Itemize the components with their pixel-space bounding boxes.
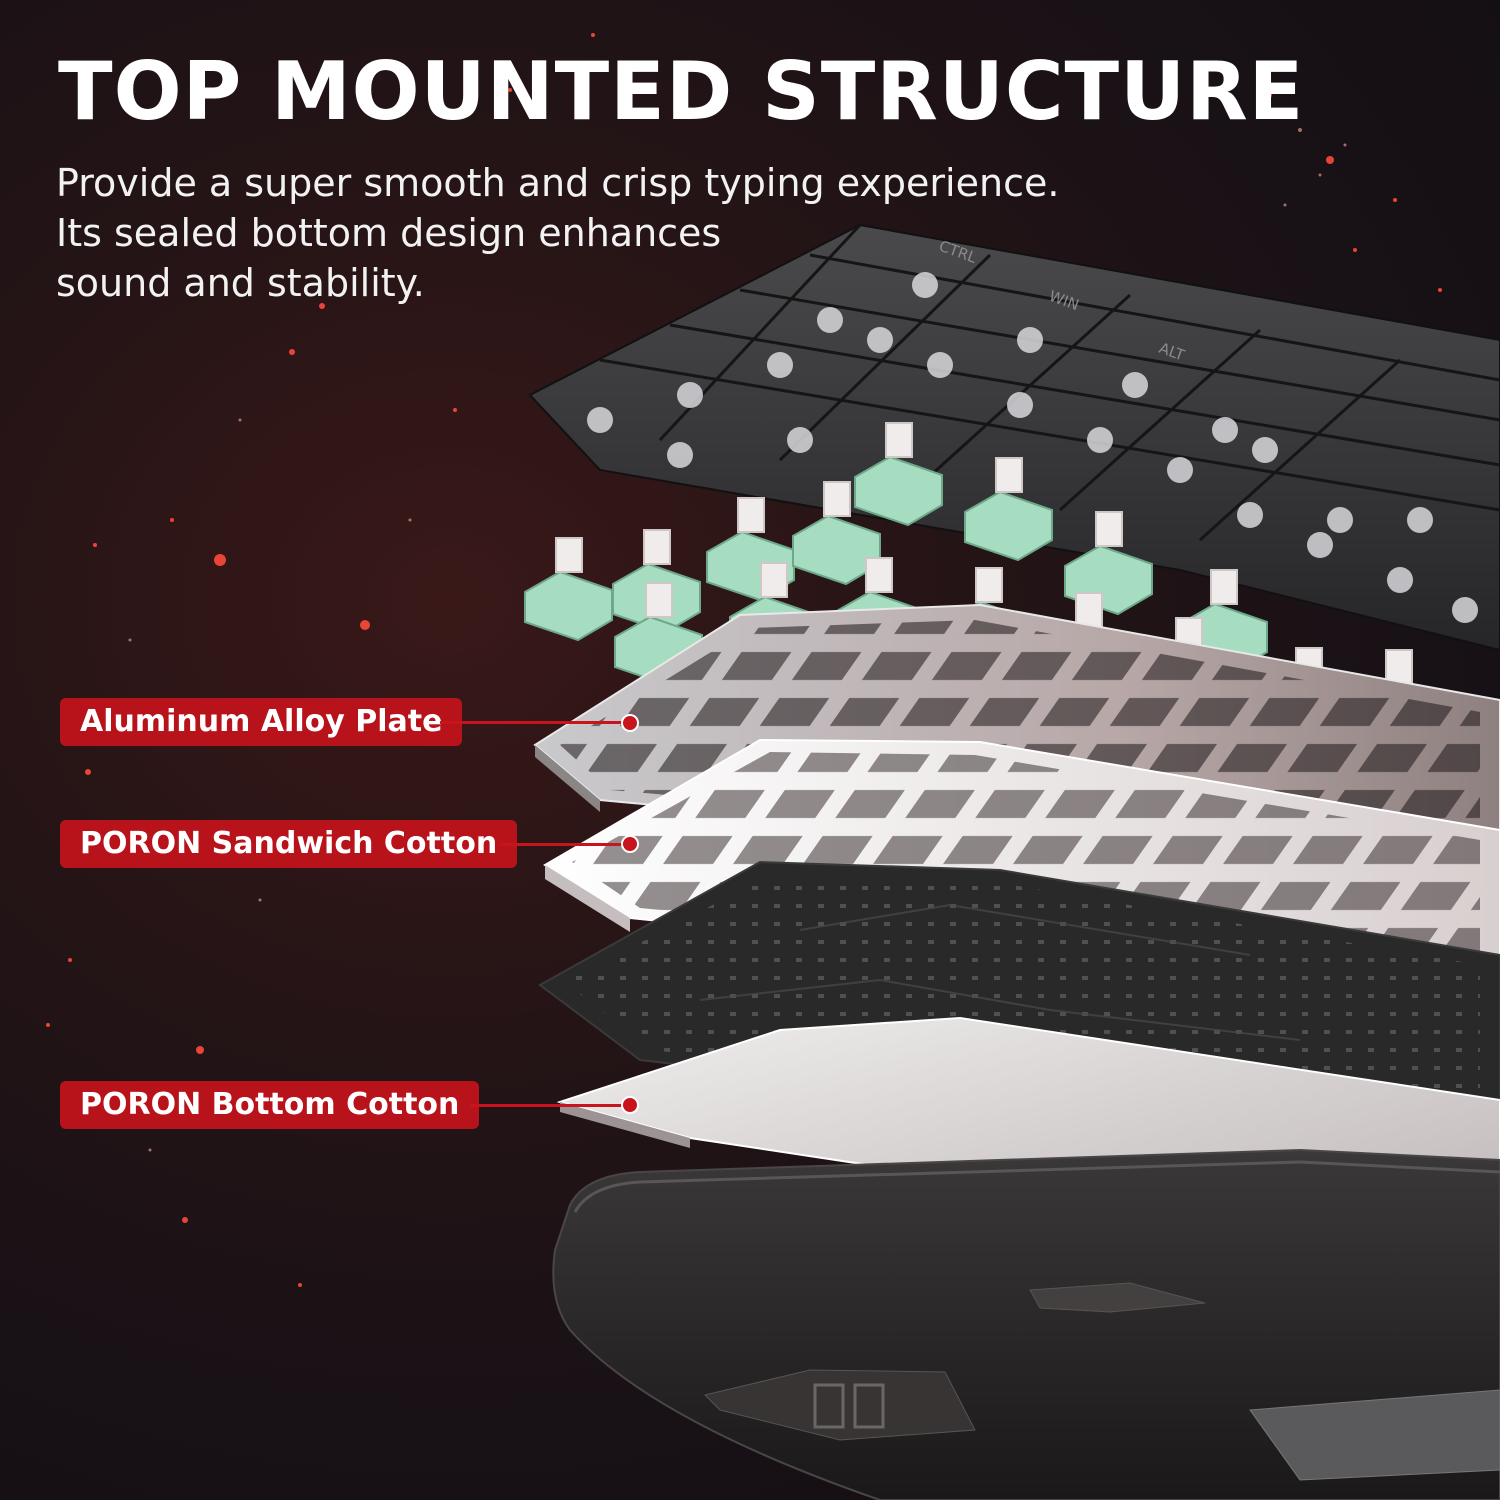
callout-leader-line [440,721,630,724]
page-title: TOP MOUNTED STRUCTURE [58,45,1305,138]
subtitle-line: sound and stability. [56,261,425,305]
callout-poron-sandwich-cotton: PORON Sandwich Cotton [60,820,518,868]
callout-aluminum-alloy-plate: Aluminum Alloy Plate [60,698,463,746]
switch-layer [524,422,1500,801]
callout-marker-dot [621,835,639,853]
page-subtitle: Provide a super smooth and crisp typing … [56,158,1116,308]
subtitle-line: Provide a super smooth and crisp typing … [56,161,1060,205]
keycap-layer: CTRL WIN ALT [528,223,1500,652]
bottom-case [552,1148,1500,1500]
callout-marker-dot [621,1096,639,1114]
callout-leader-line [500,843,630,846]
callout-leader-line [470,1104,630,1107]
subtitle-line: Its sealed bottom design enhances [56,211,722,255]
callout-marker-dot [621,714,639,732]
callout-poron-bottom-cotton: PORON Bottom Cotton [60,1081,480,1129]
